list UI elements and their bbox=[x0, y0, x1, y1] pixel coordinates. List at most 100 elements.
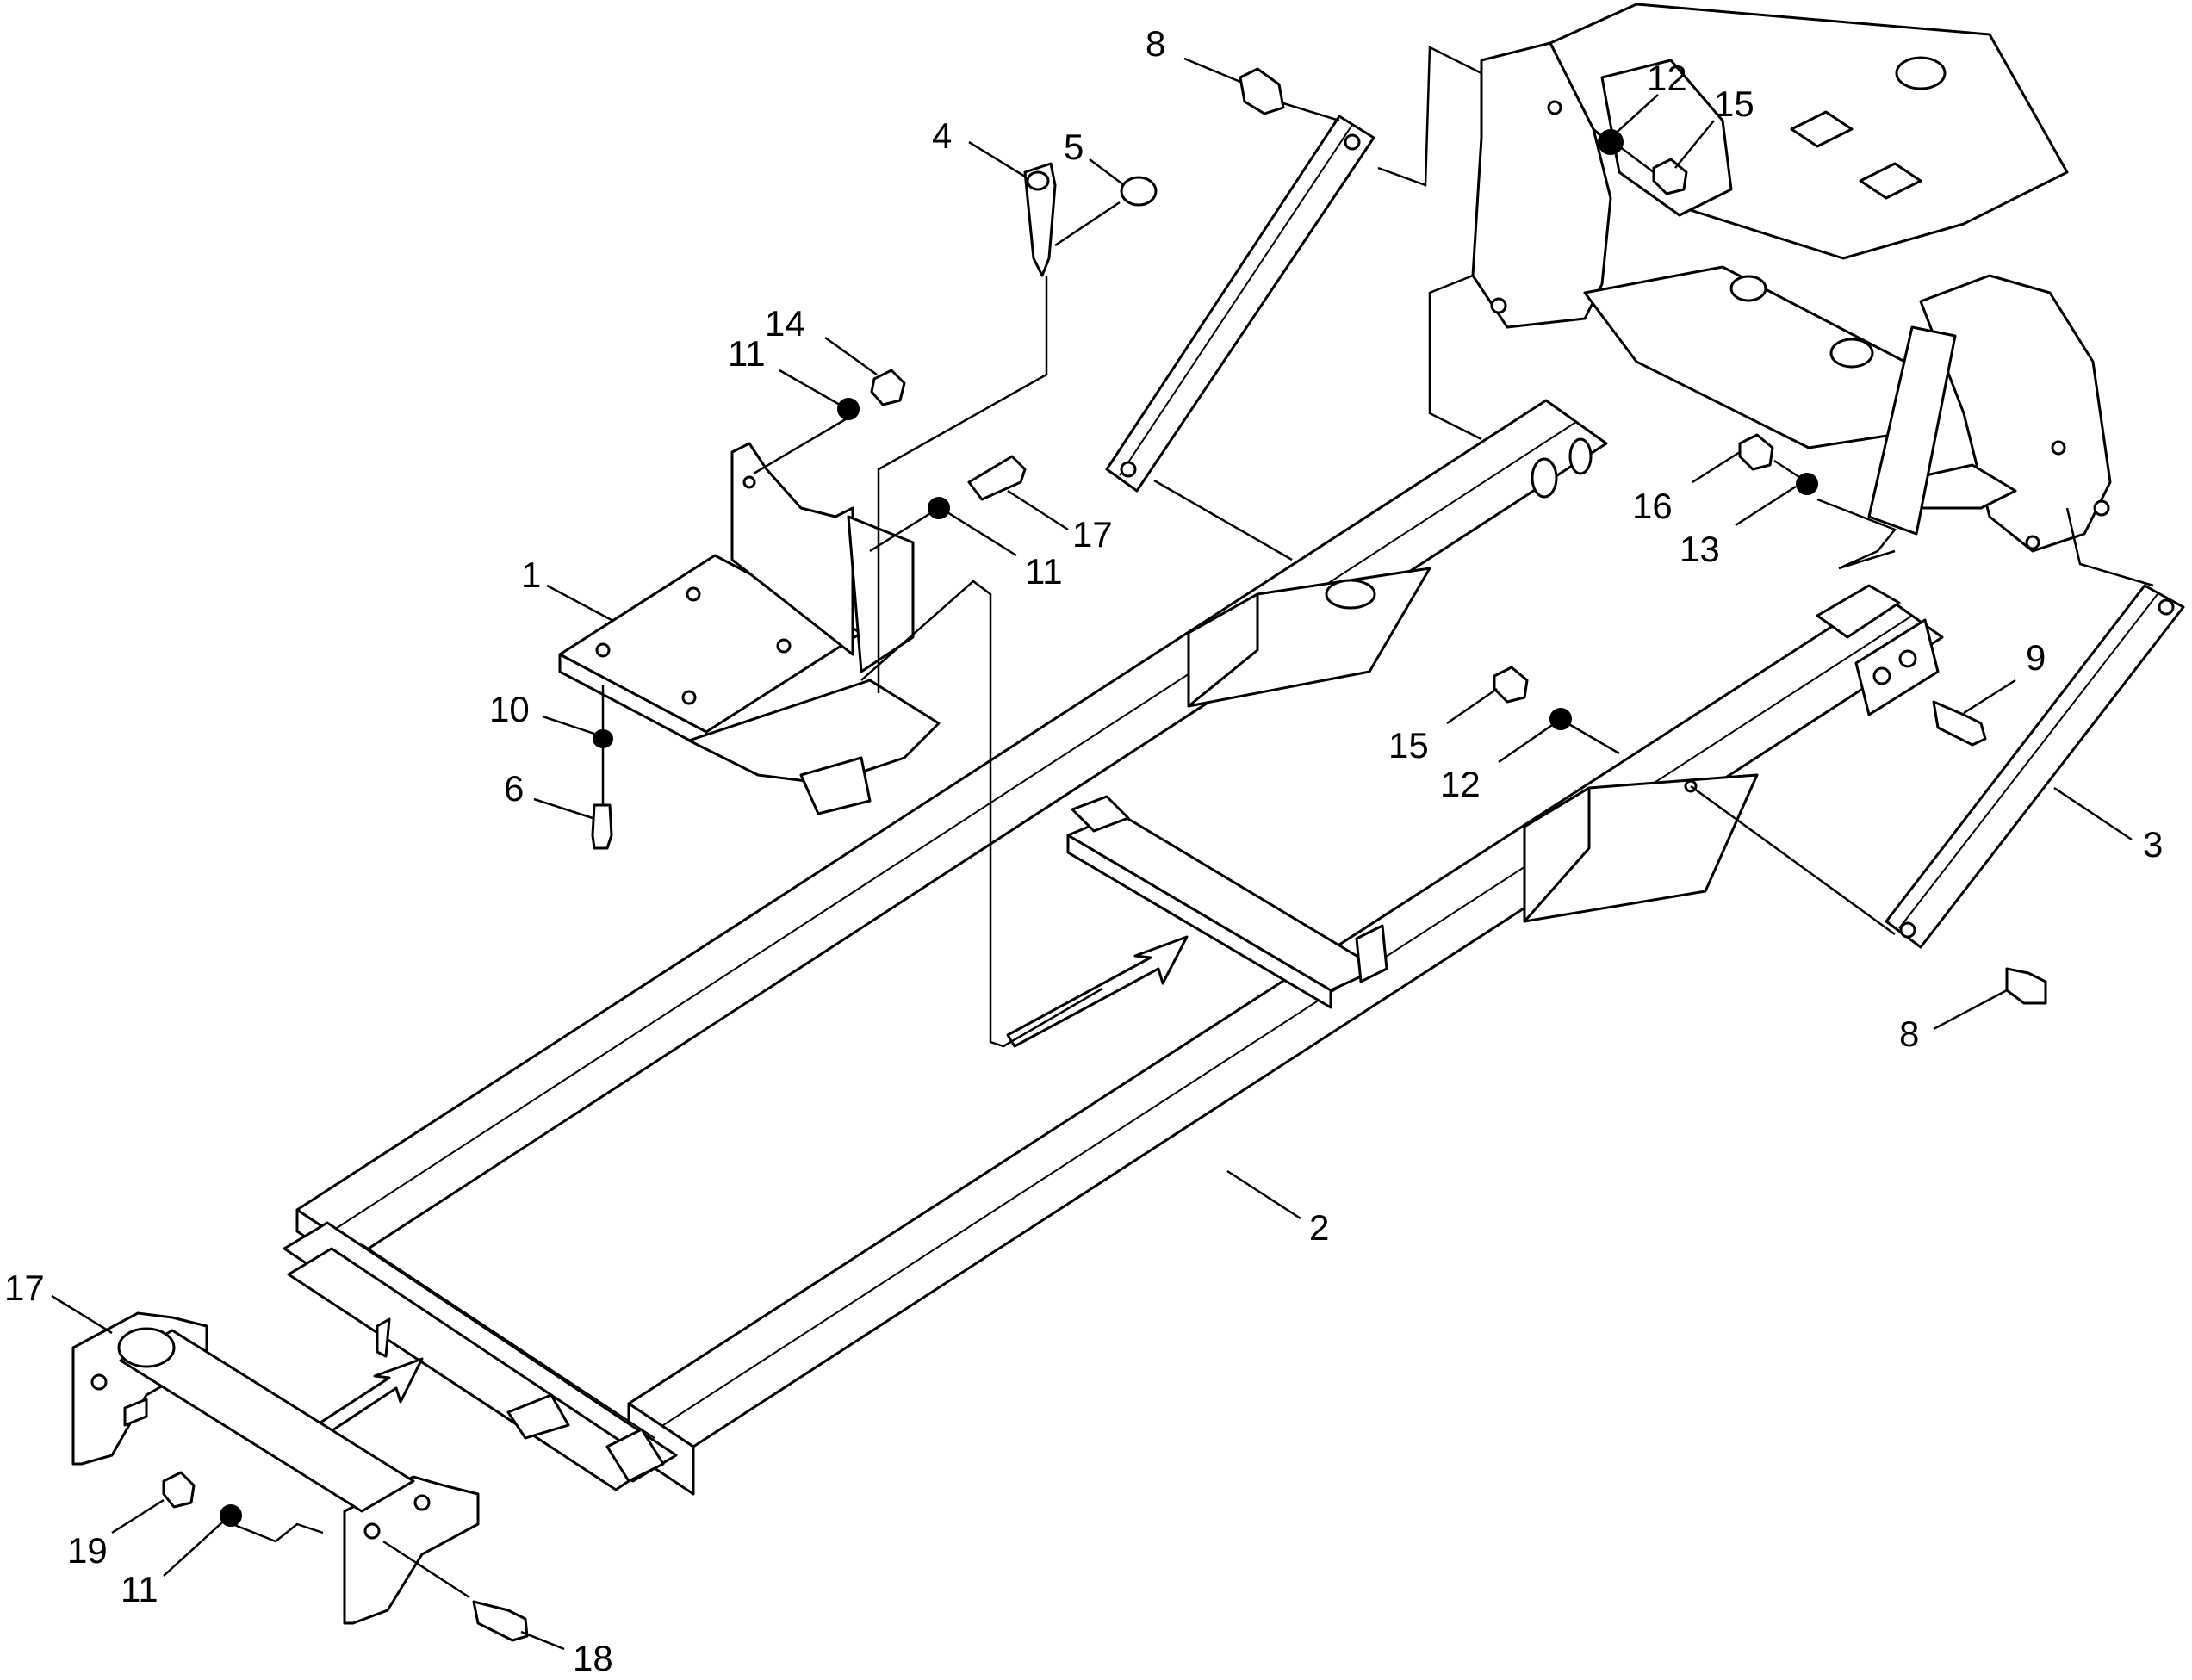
leader-6 bbox=[533, 797, 593, 820]
leader-17-bracket bbox=[1007, 489, 1069, 531]
pin-4 bbox=[1023, 162, 1057, 277]
callout-17-bracket: 17 bbox=[1072, 514, 1113, 555]
strap-upper-hole-top bbox=[1344, 133, 1361, 151]
bolt-18 bbox=[472, 1600, 529, 1642]
callout-8-lower: 8 bbox=[1899, 1014, 1919, 1054]
direction-arrow-front bbox=[319, 1357, 424, 1435]
frame-left-rail bbox=[295, 399, 1608, 1255]
ref-line-1 bbox=[877, 276, 1048, 693]
frame-left-rail-end-hole-b bbox=[1568, 437, 1593, 475]
nut-19 bbox=[162, 1471, 196, 1509]
leader-15-mid bbox=[1446, 687, 1498, 725]
bracket-lower-hook bbox=[799, 756, 872, 815]
frame-front-crossmember-line bbox=[361, 1243, 655, 1439]
strap-rear-hole-top bbox=[2158, 598, 2175, 616]
ref-line-13 bbox=[869, 506, 940, 553]
bracket-side-flange bbox=[847, 515, 915, 673]
callout-10: 10 bbox=[489, 689, 530, 729]
strap-upper-edge bbox=[1119, 124, 1353, 476]
bracket-hole-4 bbox=[681, 690, 697, 705]
frame-left-rail-riser-face bbox=[1187, 592, 1259, 708]
strap-upper-body bbox=[1105, 115, 1375, 493]
front-tube-left-hole bbox=[90, 1373, 108, 1391]
frame-middle-crossmember-tab-a bbox=[1071, 795, 1130, 833]
leader-1 bbox=[546, 584, 612, 622]
ref-line-8 bbox=[1567, 722, 1620, 755]
nut-15-mid bbox=[1493, 666, 1529, 704]
frame-middle-crossmember-face bbox=[1066, 834, 1332, 1009]
callout-labels: 8 12 15 4 5 14 11 1 17 11 16 13 10 6 15 … bbox=[4, 23, 2163, 1678]
front-tube-right-plate bbox=[343, 1475, 480, 1625]
reference-lines bbox=[232, 46, 2154, 1599]
frame-left-rail-hole bbox=[1325, 579, 1376, 610]
leader-11-mid bbox=[947, 511, 1017, 557]
frame-middle-crossmember-tab-b bbox=[1355, 924, 1388, 983]
hitch-hole-3 bbox=[2051, 440, 2066, 456]
nut-14 bbox=[870, 369, 906, 406]
callout-18: 18 bbox=[573, 1638, 613, 1678]
bracket-lower-tray bbox=[687, 679, 941, 785]
ref-line-18 bbox=[1773, 459, 1808, 484]
leader-10 bbox=[542, 715, 595, 735]
leader-13 bbox=[1735, 485, 1797, 527]
frame-left-rail-edge bbox=[331, 421, 1577, 1232]
ref-line-17 bbox=[1618, 146, 1655, 173]
ref-line-5 bbox=[1153, 479, 1293, 561]
strap-upper bbox=[1105, 115, 1375, 493]
bolt-9 bbox=[1932, 700, 1987, 747]
ref-line-6 bbox=[2065, 507, 2154, 587]
callout-17-front: 17 bbox=[4, 1268, 45, 1308]
callout-4: 4 bbox=[932, 115, 952, 156]
callout-11-mid: 11 bbox=[1025, 551, 1063, 592]
callout-5: 5 bbox=[1064, 127, 1084, 167]
bolt-17-bracket bbox=[967, 455, 1027, 501]
callout-19: 19 bbox=[67, 1530, 108, 1571]
ref-line-4 bbox=[1428, 274, 1482, 441]
ref-line-12 bbox=[753, 416, 849, 475]
frame-right-rail-riser-face bbox=[1523, 786, 1591, 923]
callout-leaders bbox=[51, 57, 2133, 1651]
strap-rear bbox=[1885, 584, 2185, 949]
ref-line-2 bbox=[860, 580, 1103, 1048]
leader-5 bbox=[1089, 158, 1125, 186]
bolt-8-lower bbox=[2005, 967, 2047, 1005]
bracket-hole-3 bbox=[776, 638, 792, 654]
frame-rear-tab bbox=[1816, 584, 1901, 639]
front-tube-right-hole bbox=[363, 1522, 381, 1540]
ref-line-10 bbox=[232, 1522, 324, 1543]
hitch-slot-2 bbox=[1859, 162, 1922, 200]
bracket-hole-1 bbox=[595, 642, 611, 658]
frame-front-notch bbox=[605, 1428, 665, 1483]
strap-rear-body bbox=[1885, 584, 2185, 949]
leader-8-top bbox=[1183, 57, 1241, 84]
washer-12-mid bbox=[1549, 708, 1572, 730]
pin-4-ring bbox=[1026, 170, 1050, 191]
leader-18 bbox=[520, 1630, 565, 1651]
hitch-bushing-1 bbox=[1729, 275, 1767, 302]
callout-1: 1 bbox=[521, 555, 541, 595]
hitch-gusset bbox=[1600, 59, 1733, 217]
ref-line-11 bbox=[382, 1540, 470, 1599]
hitch-hole-1 bbox=[1547, 100, 1562, 115]
nut-16 bbox=[1738, 433, 1774, 471]
strap-rear-edge bbox=[1898, 593, 2158, 929]
frame-middle-crossmember bbox=[1066, 812, 1380, 992]
strap-upper-hole-bottom bbox=[1120, 461, 1137, 478]
main-frame bbox=[283, 399, 1944, 1496]
bolt-8-top bbox=[1239, 67, 1285, 115]
callout-8-top: 8 bbox=[1146, 23, 1165, 64]
leader-17-front bbox=[51, 1294, 113, 1335]
bracket-hole-5 bbox=[742, 475, 756, 489]
washer-12-top bbox=[1598, 129, 1624, 155]
callout-2: 2 bbox=[1309, 1207, 1329, 1248]
front-tube-right-hole-2 bbox=[413, 1494, 431, 1511]
strap-rear-hole-bottom bbox=[1899, 921, 1916, 939]
leader-16 bbox=[1692, 450, 1741, 484]
leader-8-lower bbox=[1933, 989, 2008, 1031]
frame-front-bracket-a bbox=[506, 1393, 570, 1440]
front-tube-tab bbox=[123, 1398, 148, 1427]
leader-14 bbox=[824, 336, 878, 376]
callout-16: 16 bbox=[1632, 486, 1673, 526]
